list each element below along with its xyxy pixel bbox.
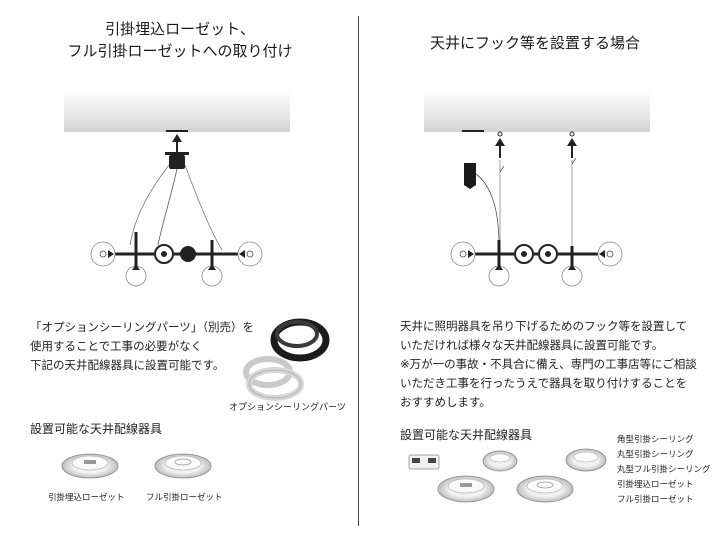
right-device-item: 丸型引掛シーリング (617, 450, 694, 460)
center-divider (358, 16, 359, 526)
left-canopy (165, 152, 189, 169)
right-device-item: 引掛埋込ローゼット (617, 480, 694, 490)
option-parts-black (270, 318, 330, 362)
left-ceiling (64, 90, 290, 132)
right-description: 天井に照明器具を吊り下げるためのフック等を設置して いただければ様々な天井配線器… (400, 317, 710, 412)
right-canopy (464, 163, 476, 189)
left-description: 「オプションシーリングパーツ」（別売）を 使用することで工事の必要がなく 下記の… (30, 318, 260, 375)
left-chandelier (90, 232, 263, 287)
right-desc-line: ※万が一の事故・不具合に備え、専門の工事店等にご相談 (400, 357, 697, 371)
left-title-line1: 引掛埋込ローゼット、 (105, 20, 255, 38)
left-up-arrow-icon (172, 134, 182, 152)
right-hikkake-umekomi-rosette-icon (437, 475, 495, 503)
left-desc-line: 使用することで工事の必要がなく (30, 339, 203, 353)
right-desc-line: いただき工事を行ったうえで器具を取り付けすることを (400, 376, 688, 390)
right-title: 天井にフック等を設置する場合 (429, 34, 640, 52)
right-ceiling-plate (462, 130, 484, 132)
left-title: 引掛埋込ローゼット、 フル引掛ローゼットへの取り付け (40, 18, 320, 62)
right-full-hikkake-rosette-icon (516, 475, 574, 503)
left-title-line2: フル引掛ローゼットへの取り付け (67, 42, 293, 60)
right-device-item: 丸型フル引掛シーリング (617, 465, 711, 475)
marugata-hikkake-ceiling-icon (482, 450, 518, 472)
right-device-list: 角型引掛シーリング 丸型引掛シーリング 丸型フル引掛シーリング 引掛埋込ローゼッ… (617, 433, 717, 508)
right-desc-line: おすすめします。 (400, 395, 491, 409)
left-desc-line: 下記の天井配線器具に設置可能です。 (30, 358, 225, 372)
right-ceiling (424, 90, 650, 132)
hikkake-umekomi-rosette-icon (61, 453, 119, 479)
right-device-item: 角型引掛シーリング (617, 435, 694, 445)
left-devices-heading: 設置可能な天井配線器具 (30, 422, 163, 436)
right-desc-line: いただければ様々な天井配線器具に設置可能です。 (400, 338, 664, 352)
full-hikkake-rosette-icon (154, 453, 212, 479)
right-devices-heading: 設置可能な天井配線器具 (400, 428, 533, 442)
option-parts-caption: オプションシーリングパーツ (229, 403, 346, 413)
marugata-full-hikkake-ceiling-icon (565, 448, 607, 472)
right-wires (475, 157, 577, 246)
left-device-label: 引掛埋込ローゼット (48, 493, 125, 503)
option-parts-white (243, 356, 304, 401)
left-ceiling-plate (166, 130, 188, 132)
kakugata-hikkake-ceiling-icon (408, 454, 440, 470)
left-suspension-wires (129, 164, 223, 251)
left-device-label: フル引掛ローゼット (146, 493, 223, 503)
right-chandelier (450, 240, 623, 287)
hook-left-icon (495, 131, 505, 158)
left-desc-line: 「オプションシーリングパーツ」（別売）を (30, 320, 255, 334)
right-device-item: フル引掛ローゼット (617, 495, 694, 505)
right-desc-line: 天井に照明器具を吊り下げるためのフック等を設置して (400, 319, 688, 333)
hook-right-icon (567, 131, 577, 158)
